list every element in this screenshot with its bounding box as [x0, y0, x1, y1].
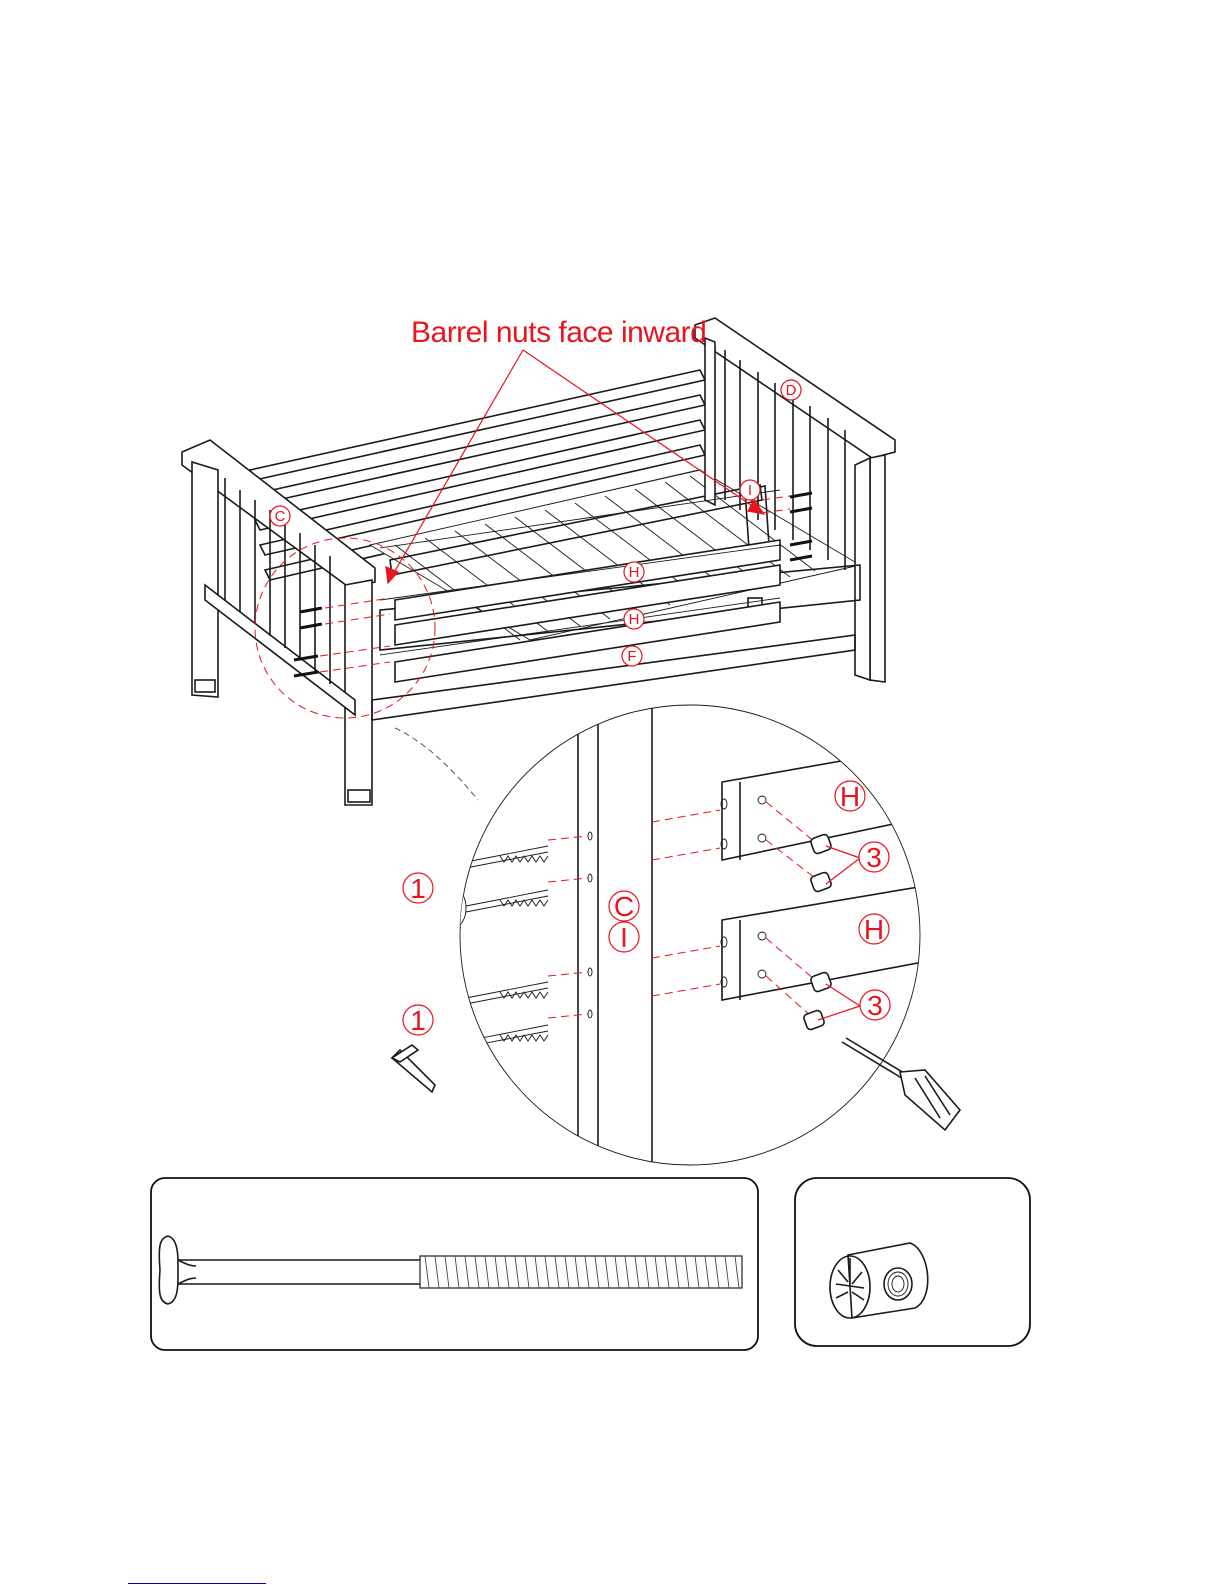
label-i: I: [740, 480, 760, 500]
bolt-panel: [151, 1178, 758, 1350]
svg-text:F: F: [627, 648, 636, 665]
detail-view: 1 1 C I H H 3: [392, 700, 960, 1170]
detail-label-i: I: [609, 922, 639, 953]
barrel-nut-panel: [795, 1178, 1030, 1346]
svg-text:3: 3: [866, 842, 882, 873]
svg-text:H: H: [629, 564, 640, 581]
svg-text:H: H: [864, 914, 884, 945]
label-d: D: [781, 380, 801, 400]
screwdriver-icon: [842, 1038, 960, 1130]
svg-text:H: H: [840, 781, 860, 812]
svg-text:I: I: [748, 482, 752, 499]
headboard-c: [182, 440, 375, 805]
label-h-lower: H: [624, 609, 644, 629]
bed-illustration: C D I H H F Barrel nuts face inward: [182, 316, 895, 805]
svg-text:3: 3: [867, 990, 883, 1021]
svg-text:D: D: [786, 382, 797, 399]
barrel-nuts-detail: [803, 833, 832, 1030]
label-h-upper: H: [624, 562, 644, 582]
detail-label-c: C: [609, 891, 639, 922]
svg-text:H: H: [629, 611, 640, 628]
callout-text: Barrel nuts face inward: [411, 316, 706, 349]
detail-label-1-bottom: 1: [403, 1005, 433, 1036]
footer-link-underline: [128, 1583, 266, 1584]
detail-label-h-top: H: [835, 781, 865, 812]
svg-text:1: 1: [410, 1005, 426, 1036]
detail-label-3-bottom: 3: [818, 984, 890, 1021]
svg-text:1: 1: [410, 873, 426, 904]
detail-label-3-top: 3: [826, 842, 889, 884]
bolts-detail: [446, 846, 548, 1061]
label-f: F: [622, 646, 642, 666]
detail-label-h-bottom: H: [859, 914, 889, 945]
svg-text:I: I: [620, 922, 628, 953]
svg-text:C: C: [275, 508, 286, 525]
svg-text:C: C: [614, 891, 634, 922]
detail-label-1-top: 1: [403, 873, 433, 904]
allen-key-icon: [392, 1045, 435, 1092]
label-c: C: [270, 506, 290, 526]
